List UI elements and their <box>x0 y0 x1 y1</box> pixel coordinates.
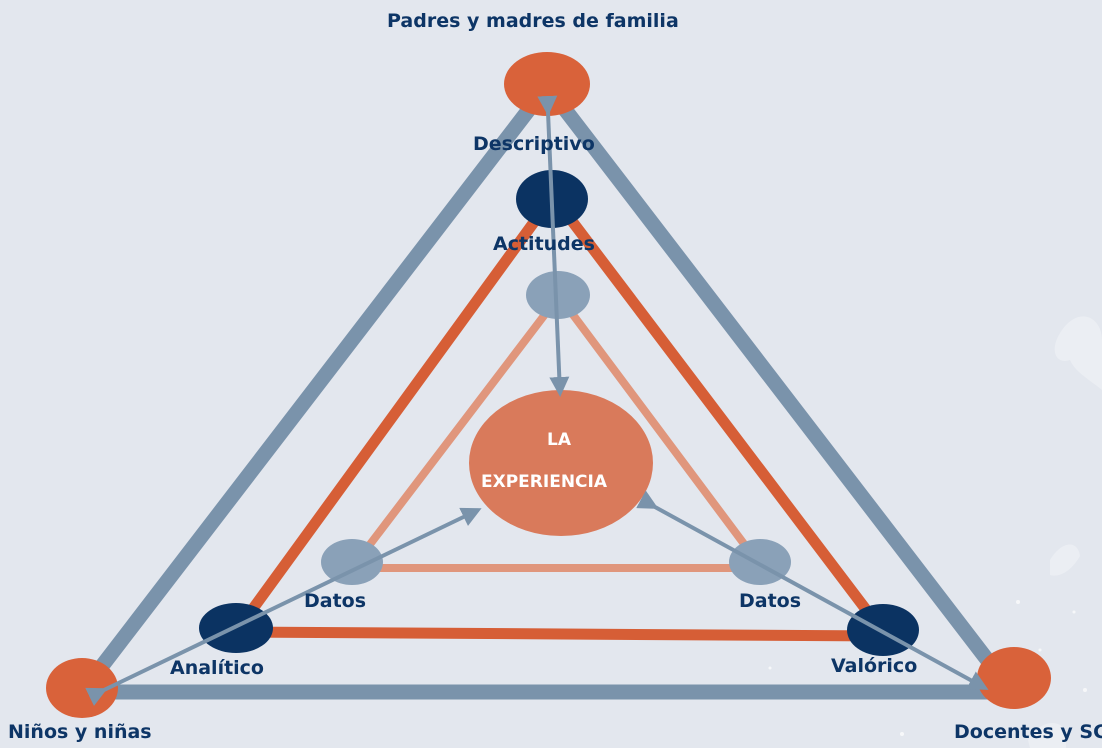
label-actitudes: Actitudes <box>493 233 595 255</box>
label-docentes: Docentes y SC <box>954 721 1102 743</box>
label-descriptivo: Descriptivo <box>473 133 595 155</box>
inner-triangle <box>348 292 766 572</box>
label-datos-right: Datos <box>739 590 802 612</box>
middle-triangle <box>230 190 892 642</box>
label-ninos: Niños y niñas <box>8 721 152 743</box>
label-padres: Padres y madres de familia <box>387 10 679 32</box>
outer-triangle <box>74 78 1020 700</box>
node-docentes <box>977 647 1051 709</box>
arrow-right <box>636 490 989 690</box>
label-analitico: Analítico <box>170 657 264 679</box>
node-padres <box>504 52 590 116</box>
center-node <box>469 390 653 536</box>
center-label-experiencia: EXPERIENCIA <box>481 472 608 492</box>
arrow-top <box>537 95 570 397</box>
center-label-la: LA <box>547 430 571 450</box>
label-valorico: Valórico <box>831 655 918 677</box>
arrow-left <box>85 507 482 706</box>
label-datos-left: Datos <box>304 590 367 612</box>
decorative-butterfly <box>1028 316 1102 748</box>
